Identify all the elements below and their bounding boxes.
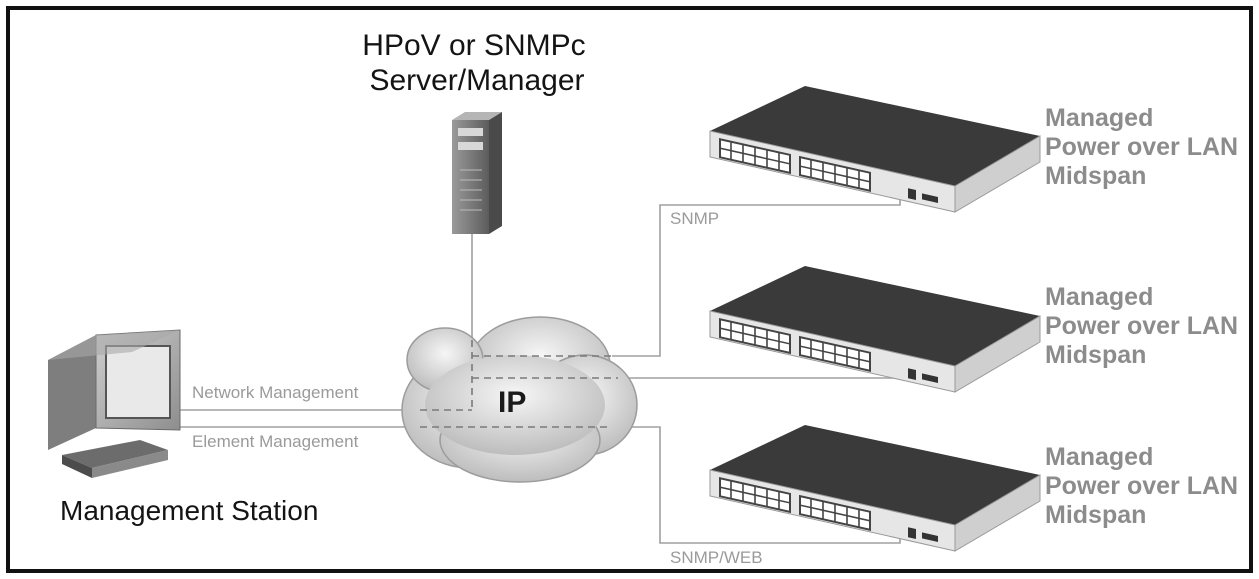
midspan-1-line1: Managed [1045,104,1153,132]
midspan-label-3: Managed Power over LAN Midspan [1045,443,1238,529]
cloud-label: IP [498,386,526,419]
station-label: Management Station [60,495,318,526]
midspan-1-line2: Power over LAN [1045,133,1238,161]
server-tower-icon [452,112,502,234]
midspan-3-line3: Midspan [1045,501,1146,529]
network-management-label: Network Management [192,383,359,402]
management-station-icon [48,329,181,478]
midspan-2-line2: Power over LAN [1045,312,1238,340]
server-label-line1: HPoV or SNMPc [362,29,585,62]
snmp-label: SNMP [670,209,719,228]
midspan-3-line2: Power over LAN [1045,472,1238,500]
server-label-line2: Server/Manager [369,64,584,97]
midspan-1-line3: Midspan [1045,162,1146,190]
ip-cloud: IP [401,316,638,483]
midspan-3-line1: Managed [1045,443,1153,471]
midspan-2-line3: Midspan [1045,341,1146,369]
snmp-web-label: SNMP/WEB [670,548,763,567]
midspan-2-line1: Managed [1045,283,1153,311]
midspan-label-1: Managed Power over LAN Midspan [1045,104,1238,190]
diagram-frame [6,6,1253,573]
element-management-label: Element Management [192,432,359,451]
midspan-label-2: Managed Power over LAN Midspan [1045,283,1238,369]
